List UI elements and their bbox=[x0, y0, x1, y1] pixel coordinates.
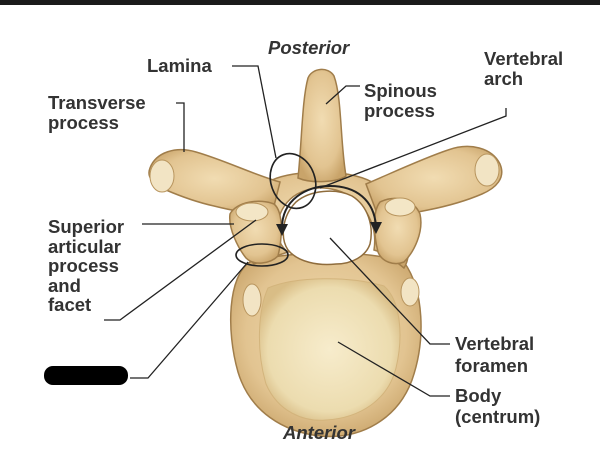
right-transverse-facet bbox=[474, 153, 500, 187]
body-centrum-surface bbox=[259, 278, 401, 421]
top-border bbox=[0, 0, 600, 5]
anterior-label: Anterior bbox=[283, 422, 355, 443]
spinous-leader bbox=[325, 85, 360, 105]
left-articular-facet bbox=[235, 202, 269, 222]
spinous-process bbox=[297, 68, 347, 183]
superior-articular-label: Superior articular process and facet bbox=[48, 216, 125, 315]
leader-lines bbox=[104, 65, 507, 397]
left-pedicle-facet bbox=[242, 283, 262, 317]
transverse-leader bbox=[176, 102, 185, 152]
transverse-process-label: Transverse process bbox=[48, 92, 146, 133]
foramen-leader bbox=[329, 237, 450, 345]
right-articular-facet bbox=[384, 197, 416, 217]
lamina-leader bbox=[232, 65, 277, 159]
arch-arrowhead-right bbox=[370, 222, 382, 234]
vertebral-foramen bbox=[282, 190, 372, 266]
spinous-process-label: Spinous process bbox=[364, 80, 437, 121]
lamina-label: Lamina bbox=[147, 55, 212, 76]
vertebral-foramen-label: Vertebral foramen bbox=[455, 333, 535, 376]
arch-leader bbox=[319, 108, 507, 189]
redaction-box bbox=[44, 366, 128, 385]
body-leader bbox=[337, 341, 450, 397]
arch-arrowhead-left bbox=[276, 224, 288, 236]
posterior-label: Posterior bbox=[268, 37, 350, 58]
body-label: Body (centrum) bbox=[455, 385, 541, 427]
facet-leader bbox=[104, 219, 257, 321]
pedicle-leader bbox=[130, 261, 249, 379]
left-transverse-facet bbox=[149, 159, 175, 193]
lamina-outline bbox=[269, 152, 317, 210]
vertebral-arch-label: Vertebral arch bbox=[484, 48, 564, 89]
vertebral-arch-arrow bbox=[281, 184, 377, 229]
pedicle-outline bbox=[235, 243, 289, 267]
right-pedicle-facet bbox=[400, 277, 420, 307]
